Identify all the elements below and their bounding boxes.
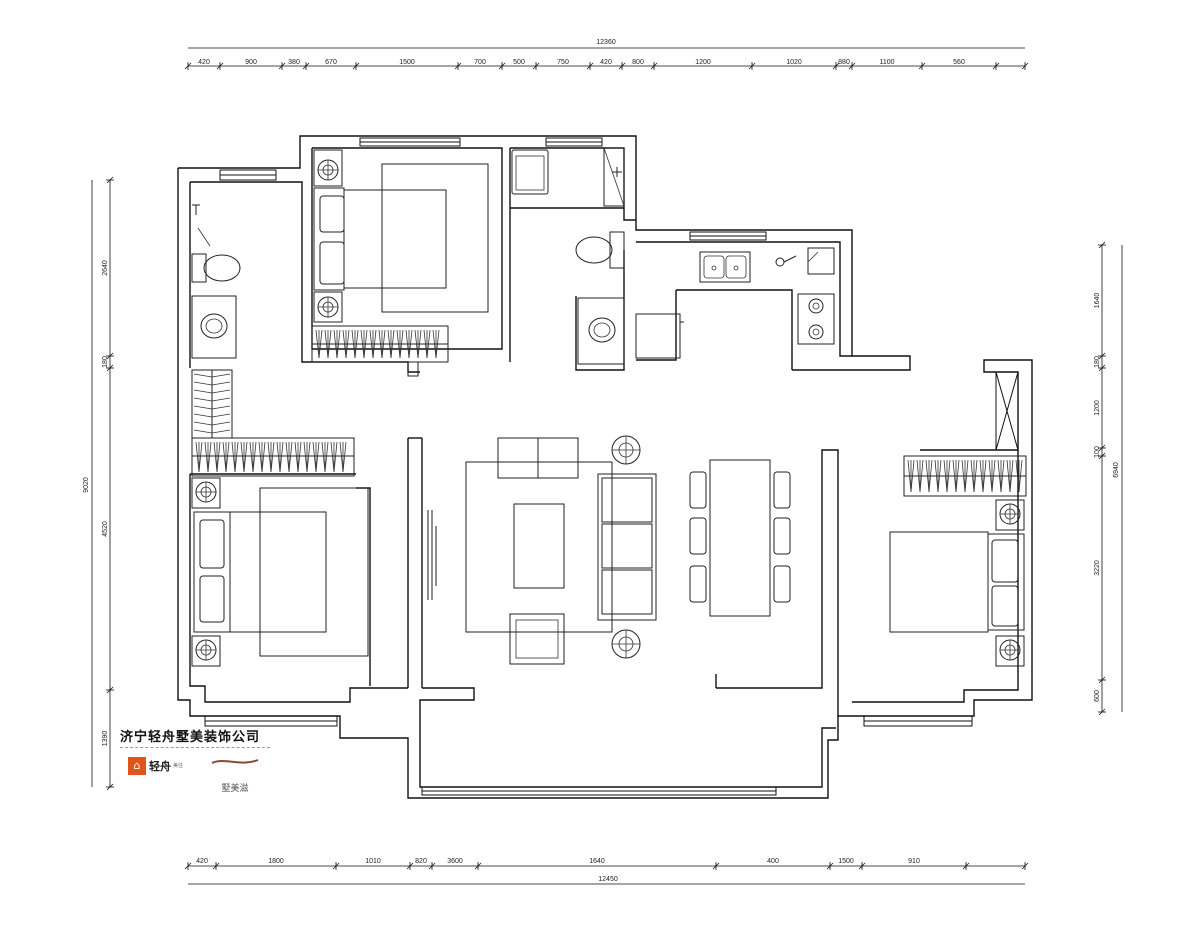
bottom-segment-label: 1010 [365,858,381,865]
top-segment-labels: 420 900 380 670 1500 700 500 750 420 800 1200 1020 8… [198,59,965,66]
top-segment-label: 1020 [786,59,802,66]
logo-a-sub: 美住 [173,763,184,769]
bathroom-right-fixtures [511,147,625,365]
living-room-furniture [427,435,657,665]
bottom-total-dimension: 12450 [598,876,618,883]
left-segment-label: 2640 [102,260,109,276]
bottom-segment-label: 1800 [268,858,284,865]
left-dimension-lines [91,176,114,791]
left-bedroom-furniture [191,369,369,667]
brand-divider [120,747,270,748]
right-segment-labels: 1640 180 1200 100 3220 600 [1094,293,1101,702]
top-segment-label: 670 [325,59,337,66]
left-total-dimension: 9020 [83,477,90,493]
wave-icon [211,759,259,764]
right-dimension-lines [1098,241,1123,716]
top-segment-label: 750 [557,59,569,66]
right-segment-label: 1200 [1094,400,1101,416]
dining-furniture [689,459,791,617]
top-segment-label: 560 [953,59,965,66]
right-total-dimension: 6940 [1113,462,1120,478]
company-logo-b: 墅美滋 [200,752,270,794]
bottom-segment-label: 1640 [589,858,605,865]
logo-b-text: 墅美滋 [221,784,249,794]
bottom-segment-label: 3600 [447,858,463,865]
bottom-segment-label: 400 [767,858,779,865]
top-segment-label: 420 [198,59,210,66]
bottom-segment-labels: 420 1800 1010 820 3600 1640 400 1500 910 [196,858,920,865]
top-segment-label: 500 [513,59,525,66]
left-segment-label: 180 [102,356,109,368]
right-segment-label: 180 [1094,356,1101,368]
right-segment-label: 3220 [1094,560,1101,576]
left-segment-labels: 2640 180 4520 1390 [102,260,109,746]
logo-a-text: 轻舟 [149,760,171,773]
bottom-segment-label: 910 [908,858,920,865]
bathroom-left-fixtures [191,204,241,359]
right-segment-label: 600 [1094,690,1101,702]
windows [204,137,1019,796]
top-total-dimension: 12360 [596,39,616,46]
kitchen-fixtures [635,247,835,359]
right-segment-label: 1640 [1094,293,1101,309]
right-segment-label: 100 [1094,446,1101,458]
top-segment-label: 900 [245,59,257,66]
top-segment-label: 1100 [879,59,894,66]
right-bedroom-furniture [889,455,1027,667]
company-logo-a: ⌂ 轻舟 美住 [128,757,183,775]
house-icon: ⌂ [128,757,146,775]
top-segment-label: 880 [838,59,850,66]
top-segment-label: 800 [632,59,644,66]
left-segment-label: 1390 [102,731,109,747]
top-dimension-lines [184,47,1029,70]
company-name: 济宁轻舟墅美装饰公司 [120,730,261,745]
bottom-segment-label: 820 [415,858,427,865]
top-segment-label: 420 [600,59,612,66]
top-segment-label: 1500 [399,59,415,66]
bottom-segment-label: 1500 [838,858,854,865]
bottom-segment-label: 420 [196,858,208,865]
master-bedroom-furniture [311,149,489,377]
left-segment-label: 4520 [102,521,109,537]
top-segment-label: 700 [474,59,486,66]
bottom-dimension-lines [184,862,1029,885]
top-segment-label: 1200 [695,59,711,66]
top-segment-label: 380 [288,59,300,66]
